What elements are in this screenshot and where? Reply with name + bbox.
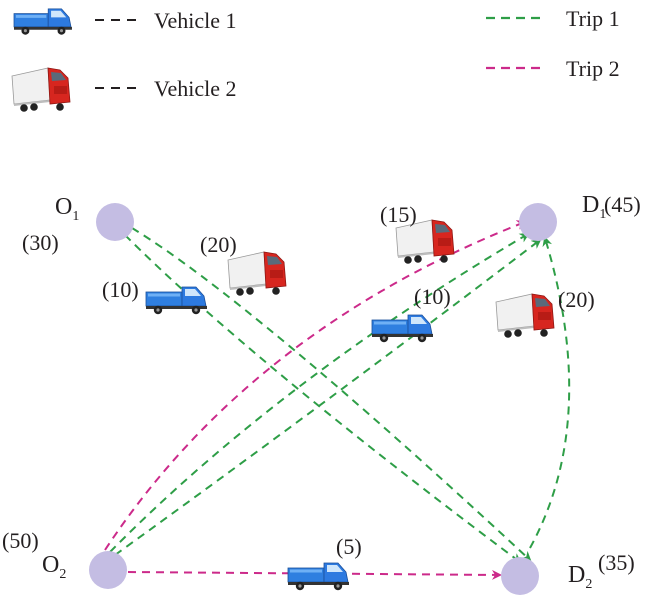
node-o2 xyxy=(89,551,127,589)
flow-label-red-o2-d1-right: (20) xyxy=(558,287,595,312)
flow-vehicles: (20) (10) (15) (10) (20) (5) xyxy=(102,202,595,591)
flow-label-red-o1-d2: (20) xyxy=(200,232,237,257)
legend-vehicle2: Vehicle 2 xyxy=(11,67,236,113)
blue-truck-icon xyxy=(13,8,73,36)
blue-truck-icon xyxy=(287,562,350,591)
nodes xyxy=(89,203,557,595)
trip1-arrow-o2-d1 xyxy=(109,232,530,553)
flow-arrows xyxy=(104,220,571,580)
node-d1-label: D1 xyxy=(582,192,606,222)
legend-trip2-label: Trip 2 xyxy=(566,56,620,81)
red-truck-icon xyxy=(227,251,287,297)
trip1-arrow-o1-d2-upper xyxy=(131,227,532,562)
legend-trip2: Trip 2 xyxy=(486,56,620,81)
legend-vehicle1-label: Vehicle 1 xyxy=(154,8,236,33)
node-o2-label: O2 xyxy=(42,552,66,582)
node-d1 xyxy=(519,203,557,241)
node-d2-label: D2 xyxy=(568,562,592,592)
flow-label-blue-o2-d1: (10) xyxy=(414,284,451,309)
trip2-arrow-o2-d1 xyxy=(104,220,527,551)
node-d1-value: (45) xyxy=(604,192,641,217)
legend-trip1-label: Trip 1 xyxy=(566,6,620,31)
trip1-arrow-o1-d2-lower xyxy=(124,234,522,564)
node-d2-value: (35) xyxy=(598,550,635,575)
node-d2 xyxy=(501,557,539,595)
flow-label-blue-o2-d2: (5) xyxy=(336,534,362,559)
node-o1-label: O1 xyxy=(55,194,79,224)
trip1-arrow-o2-d1-right xyxy=(114,238,542,556)
legend-trip1: Trip 1 xyxy=(486,6,620,31)
flow-label-red-o2-d1: (15) xyxy=(380,202,417,227)
flow-label-blue-o1-d2: (10) xyxy=(102,277,139,302)
node-o1-value: (30) xyxy=(22,230,59,255)
node-labels: O1 (30) D1 (45) (50) O2 D2 (35) xyxy=(2,192,641,592)
legend-vehicle1: Vehicle 1 xyxy=(13,8,236,36)
node-o1 xyxy=(96,203,134,241)
node-o2-value: (50) xyxy=(2,528,39,553)
trip1-arrow-d2-d1-curve xyxy=(529,236,571,549)
legend: Vehicle 1 Vehicle 2 Trip 1 Trip 2 xyxy=(11,6,620,113)
legend-vehicle2-label: Vehicle 2 xyxy=(154,76,236,101)
blue-truck-icon xyxy=(371,314,434,343)
blue-truck-icon xyxy=(145,286,208,315)
red-truck-icon xyxy=(495,293,555,339)
red-truck-icon xyxy=(11,67,71,113)
